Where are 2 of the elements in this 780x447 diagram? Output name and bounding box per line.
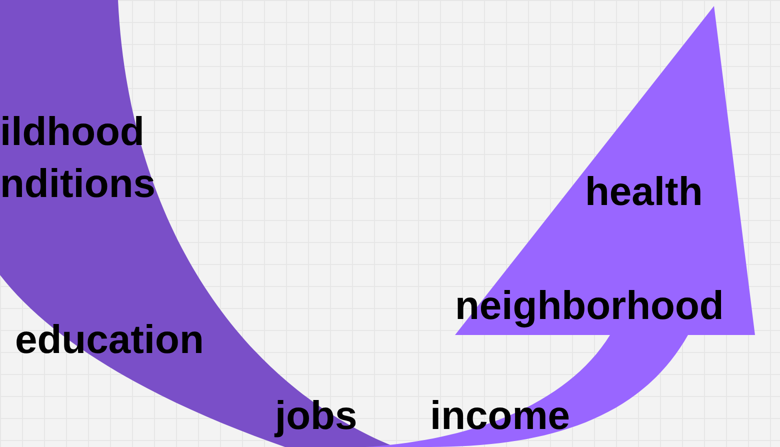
stage-label: income — [430, 393, 570, 440]
stage-label: health — [585, 169, 703, 216]
